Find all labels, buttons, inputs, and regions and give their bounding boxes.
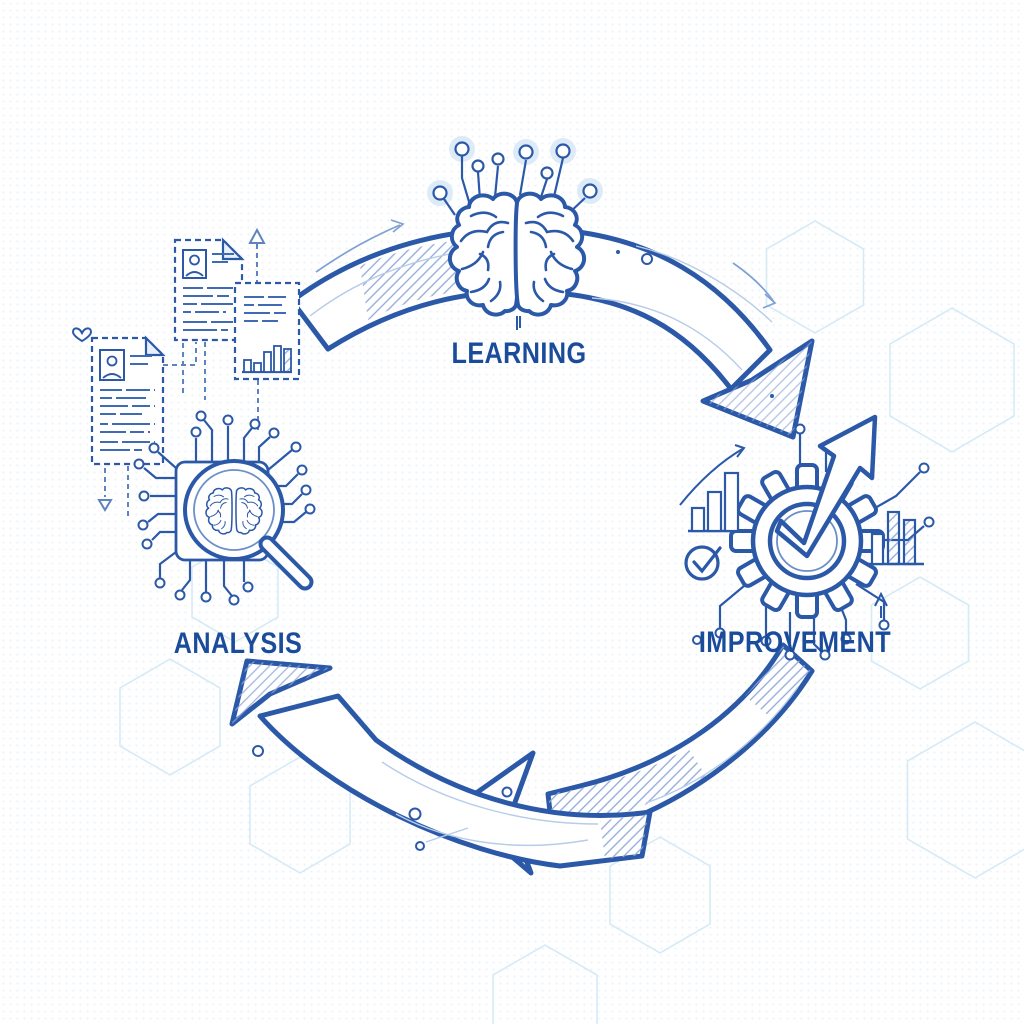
resume-document-2-icon [90,335,166,466]
check-arrow-icon [774,414,878,559]
chip-magnifier-brain-icon [133,410,316,606]
hexagon-outline [870,576,970,690]
node-label-analysis: ANALYSIS [173,627,303,660]
heart-icon [71,327,93,343]
growth-chart-icon [679,444,748,533]
gear-circuit-dots [714,423,935,661]
hexagon-outline [889,307,1015,453]
chip-circuit-traces [143,419,307,597]
sketch-arrow-downright-icon [732,262,777,309]
sketch-accent-lines [309,245,799,846]
circuit-stems [443,156,586,216]
stem-halos [427,136,603,206]
chart-document-icon [233,281,301,381]
hexagon-decorations [119,220,1024,1024]
node-label-improvement: IMPROVEMENT [698,626,892,659]
resume-document-icon [173,237,245,342]
cycle-band-left [257,693,653,869]
circuit-stem-dots [432,141,598,201]
small-up-arrow-icon [874,591,888,618]
gear-check-growth-icon [679,414,935,661]
cycle-arrow-top [289,225,815,440]
down-triangle-arrow-icon [97,499,113,512]
node-label-learning: LEARNING [451,337,587,370]
magnifier-lens [183,459,285,561]
up-triangle-arrow-icon [248,227,266,244]
dot-accents [252,250,774,851]
sketch-arrow-upright-icon [315,219,405,273]
check-circle-icon [684,545,722,581]
chip-circuit-dots [133,410,316,606]
documents-cluster [71,227,301,520]
magnifier-handle [258,535,314,591]
hexagon-outline [906,721,1024,879]
hexagon-outline [492,944,598,1024]
hexagon-outline [609,836,711,954]
mini-bar-chart [242,345,292,374]
hexagon-outline [119,658,221,776]
hexagon-outline [765,220,865,334]
brain-circuit-icon [427,136,603,330]
bar-chart-icon [868,510,924,566]
dashed-connectors [104,244,259,520]
cycle-arrow-left [229,658,653,869]
